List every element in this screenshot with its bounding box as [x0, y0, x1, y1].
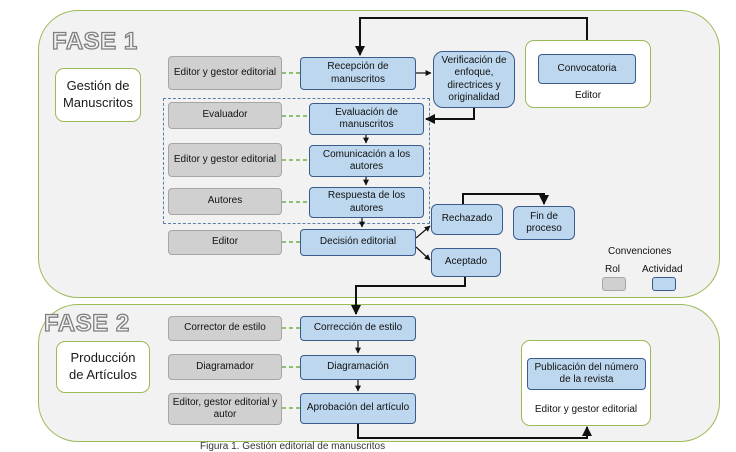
- role-corrector: Corrector de estilo: [168, 316, 282, 341]
- outcome-rechazado: Rechazado: [431, 204, 503, 235]
- role-editor-gestor-comunicacion: Editor y gestor editorial: [168, 143, 282, 177]
- activity-correccion: Corrección de estilo: [300, 316, 416, 341]
- figure-caption: Figura 1. Gestión editorial de manuscrit…: [200, 441, 386, 452]
- evaluation-group-outline: [163, 98, 430, 224]
- role-diagramador: Diagramador: [168, 354, 282, 380]
- legend-title: Convenciones: [608, 246, 672, 257]
- activity-respuesta: Respuesta de los autores: [309, 187, 424, 218]
- activity-recepcion: Recepción de manuscritos: [300, 57, 416, 90]
- activity-convocatoria: Convocatoria: [538, 54, 636, 84]
- activity-verificacion: Verificación de enfoque, directrices y o…: [433, 51, 515, 108]
- section-label-article-production: Producción de Artículos: [56, 341, 150, 393]
- role-autores: Autores: [168, 188, 282, 215]
- outcome-aceptado: Aceptado: [431, 248, 501, 277]
- legend-role-label: Rol: [605, 264, 621, 275]
- activity-evaluacion: Evaluación de manuscritos: [309, 103, 424, 135]
- role-evaluador: Evaluador: [168, 102, 282, 129]
- legend-role-swatch: [602, 277, 626, 291]
- activity-decision: Decisión editorial: [300, 229, 416, 256]
- legend-activity-label: Actividad: [642, 264, 683, 275]
- phase-2-title: FASE 2: [43, 309, 130, 337]
- activity-aprobacion: Aprobación del artículo: [300, 393, 416, 424]
- role-editor-decision: Editor: [168, 230, 282, 255]
- activity-publicacion: Publicación del número de la revista: [527, 358, 646, 390]
- phase-1-title: FASE 1: [51, 27, 138, 55]
- role-editor-gestor-autor: Editor, gestor editorial y autor: [168, 393, 282, 425]
- legend-activity-swatch: [652, 277, 676, 291]
- section-label-manuscript-management: Gestión de Manuscritos: [55, 68, 141, 122]
- activity-fin-proceso: Fin de proceso: [513, 206, 575, 240]
- activity-comunicacion: Comunicación a los autores: [309, 145, 424, 177]
- activity-diagramacion: Diagramación: [300, 355, 416, 380]
- call-role-label: Editor: [574, 90, 602, 101]
- role-editor-gestor-recepcion: Editor y gestor editorial: [168, 56, 282, 90]
- publication-role-label: Editor y gestor editorial: [534, 404, 638, 415]
